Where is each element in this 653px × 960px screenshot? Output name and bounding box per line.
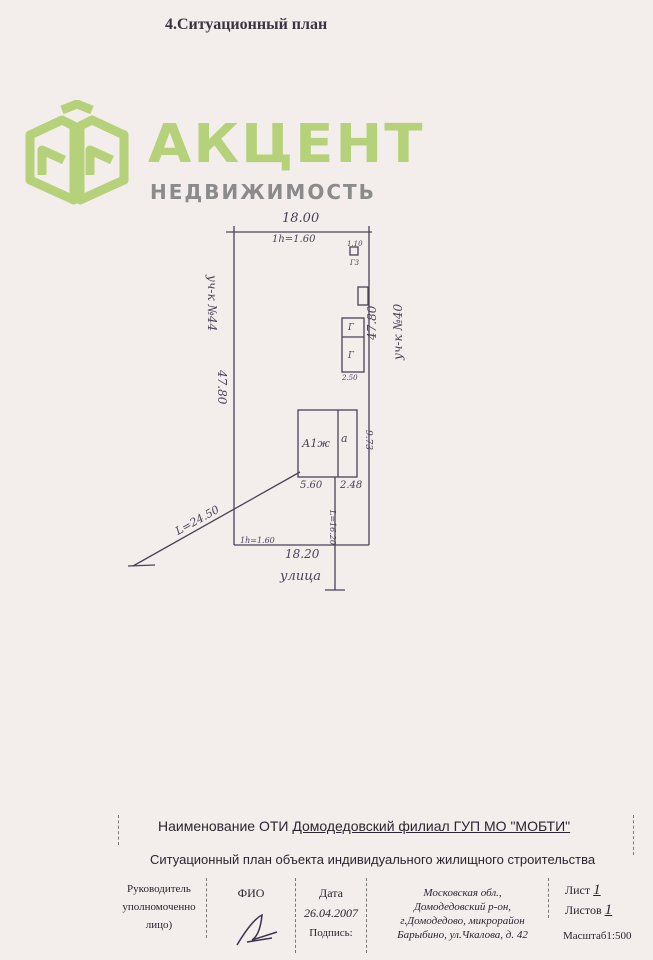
date-cell: Дата 26.04.2007 Подпись: [296, 884, 366, 942]
sheet-label: Лист [565, 883, 591, 897]
street-label: улица [279, 569, 321, 584]
org-name: Домодедовский филиал ГУП МО "МОБТИ" [292, 818, 571, 834]
date-value: 26.04.2007 [304, 906, 358, 920]
garage-width: 2.50 [341, 374, 358, 382]
shed-label: Г3 [349, 259, 360, 267]
left-neighbor: уч-к №44 [205, 274, 219, 331]
signature-icon [236, 913, 278, 946]
house-depth: 9.73 [363, 430, 373, 450]
sheet-count: Листов 1 [565, 902, 612, 919]
small-structure [357, 286, 369, 306]
document-title: Ситуационный план объекта индивидуальног… [150, 852, 596, 867]
page-title: 4.Ситуационный план [165, 16, 328, 33]
shed-outline [349, 246, 359, 256]
sheets-label: Листов [565, 903, 602, 917]
sheets-value: 1 [604, 902, 613, 918]
role-cell: Руководитель уполномоченно лицо) [110, 880, 208, 934]
role-line: Руководитель [127, 883, 191, 895]
address-line: Барыбино, ул.Чкалова, д. 42 [397, 929, 528, 941]
garage-label-1: Г [347, 323, 355, 333]
role-line: лицо) [145, 919, 173, 931]
address-line: Московская обл., [423, 887, 502, 899]
fio-label: ФИО [237, 886, 265, 900]
site-plan-drawing: 18.00 1h=1.60 1.10 Г3 Г Г 2.50 А1ж а 5.6… [127, 211, 405, 591]
house-label: А1ж [301, 437, 330, 450]
role-line: уполномоченно [122, 901, 196, 913]
address-cell: Московская обл., Домодедовский р-он, г.Д… [380, 886, 545, 942]
distance-street: L=16.20 [328, 509, 337, 545]
watermark-brand: АКЦЕНТ [148, 113, 425, 176]
annex-label: а [341, 432, 348, 445]
signature-label: Подпись: [309, 927, 353, 939]
bottom-width: 18.20 [285, 547, 320, 561]
watermark-subtitle: НЕДВИЖИМОСТЬ [150, 180, 376, 204]
annex-width: 2.48 [339, 480, 362, 491]
address-line: Домодедовский р-он, [413, 901, 512, 913]
org-name-line: Наименование ОТИ Домодедовский филиал ГУ… [158, 818, 570, 834]
house-outline [297, 409, 358, 478]
address-line: г.Домодедово, микрорайон [400, 915, 525, 927]
diagonal-measure-line [132, 471, 301, 567]
top-setback: 1h=1.60 [272, 234, 316, 245]
sheet-number: Лист 1 [565, 882, 601, 899]
org-prefix: Наименование ОТИ [158, 818, 289, 834]
scale: Масштаб1:500 [563, 930, 632, 942]
sheet-value: 1 [593, 882, 601, 898]
right-length: 47.80 [365, 305, 379, 341]
bottom-setback: 1h=1.60 [240, 536, 275, 545]
right-neighbor: уч-к №40 [391, 304, 405, 361]
garage-outline [341, 317, 365, 373]
left-length: 47.80 [215, 369, 229, 405]
shed-size: 1.10 [347, 240, 363, 248]
top-width: 18.00 [282, 211, 319, 226]
logo-icon [25, 100, 129, 205]
date-label: Дата [319, 886, 343, 900]
garage-label-2: Г [347, 351, 355, 361]
house-width: 5.60 [300, 480, 323, 491]
